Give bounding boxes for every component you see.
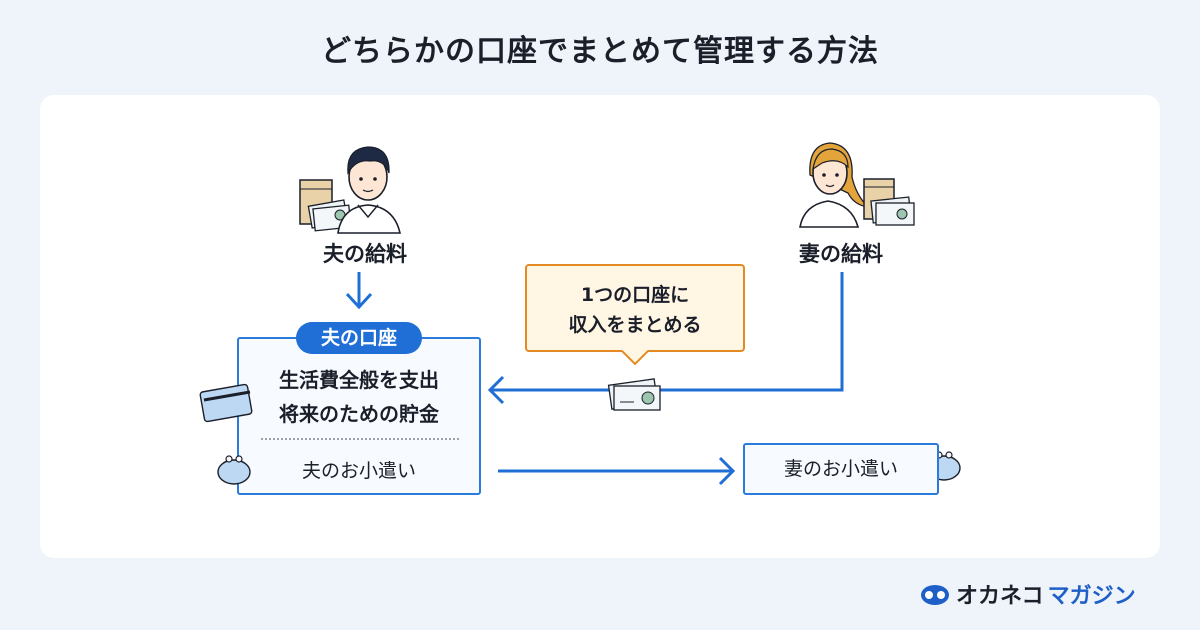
- logo-text-magazine: マガジン: [1047, 584, 1136, 609]
- husband-account-tag: 夫の口座: [296, 322, 422, 354]
- wife-salary-label: 妻の給料: [799, 242, 883, 266]
- callout-line1: 1つの口座に: [580, 284, 690, 306]
- callout-box: 1つの口座に 収入をまとめる: [525, 264, 745, 352]
- arrow-wife-to-account: [487, 272, 844, 405]
- husband-salary-label: 夫の給料: [323, 242, 407, 266]
- coin-purse-icon: [217, 455, 251, 485]
- arrow-husband-to-account: [345, 272, 373, 310]
- brand-logo: オカネコ マガジン: [920, 578, 1170, 610]
- wife-illustration: [799, 142, 915, 228]
- divider: [261, 438, 459, 440]
- logo-text-okaneko: オカネコ: [956, 584, 1044, 609]
- arrow-account-to-wife-allowance: [498, 456, 736, 486]
- credit-card-icon: [199, 383, 253, 423]
- husband-allowance: 夫のお小遣い: [301, 460, 416, 482]
- cat-logo-icon: [921, 585, 949, 605]
- page-title: どちらかの口座でまとめて管理する方法: [321, 34, 879, 69]
- account-living-expenses: 生活費全般を支出: [279, 368, 439, 392]
- account-savings: 将来のための貯金: [279, 402, 439, 426]
- callout-line2: 収入をまとめる: [568, 314, 702, 336]
- callout-pointer: [622, 350, 648, 366]
- banknote-icon: [607, 378, 661, 411]
- husband-account-box: [237, 337, 481, 495]
- wife-allowance: 妻のお小遣い: [783, 458, 898, 480]
- wife-allowance-box: 妻のお小遣い: [743, 443, 939, 495]
- banknote-icon: [307, 199, 352, 232]
- banknote-icon: [870, 196, 915, 226]
- husband-illustration: [299, 146, 402, 234]
